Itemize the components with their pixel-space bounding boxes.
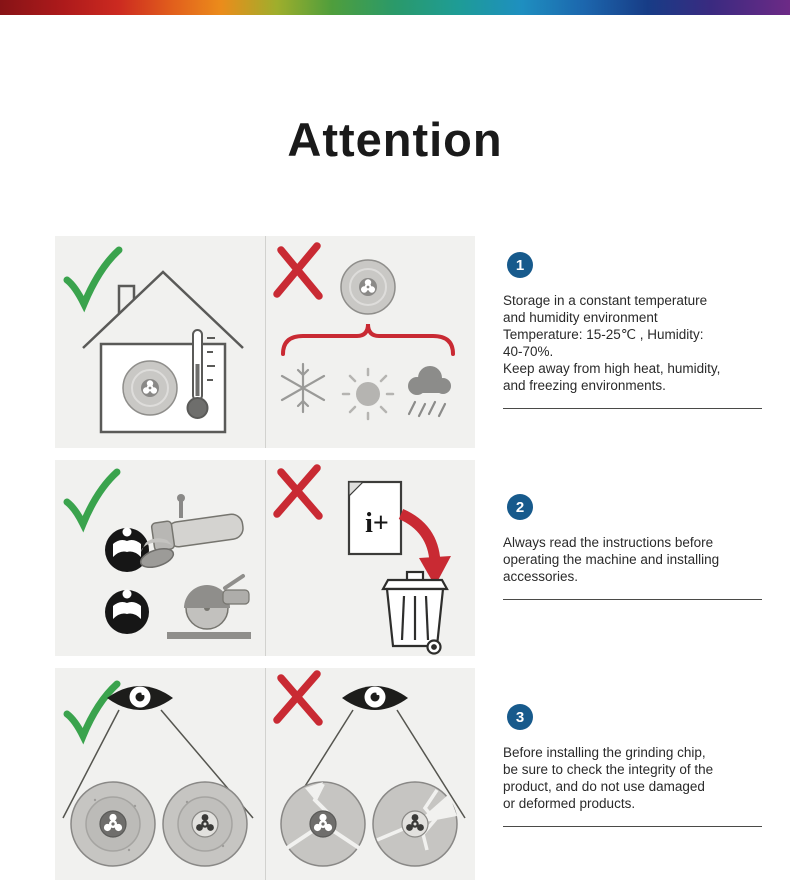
step-3-text-column: 3 Before installing the grinding chip, b…: [503, 668, 762, 880]
check-icon: [63, 680, 121, 745]
correct-storage-illustration: [55, 236, 265, 448]
house-icon: [82, 270, 244, 434]
step-badge-1: 1: [507, 252, 533, 278]
page-title: Attention: [287, 113, 503, 166]
angle-grinder-icon: [139, 494, 244, 568]
check-disc-svg: [62, 680, 254, 867]
wrong-storage-svg: [273, 242, 455, 421]
wrong-storage-illustration: [265, 236, 475, 448]
illustration-panel-3: [55, 668, 475, 880]
panel-divider: [265, 460, 266, 656]
snowflake-icon: [280, 362, 326, 414]
grinding-disc-icon: [340, 259, 396, 315]
sun-icon: [341, 367, 395, 421]
broken-disc-svg: [273, 670, 466, 867]
step-1-description: Storage in a constant temperature and hu…: [503, 293, 721, 393]
step-2-description: Always read the instructions before oper…: [503, 535, 720, 584]
attention-row-1: 1 Storage in a constant temperature and …: [0, 236, 790, 448]
brace-icon: [281, 323, 455, 356]
read-manual-icon: [105, 589, 149, 634]
attention-row-3: 3 Before installing the grinding chip, b…: [0, 668, 790, 880]
intact-disc-icon: [162, 781, 248, 867]
read-manual-svg: [63, 468, 251, 639]
cross-icon: [273, 242, 323, 300]
read-manual-icon: [105, 527, 149, 572]
eye-icon: [342, 686, 408, 710]
discard-arrow-icon: [398, 508, 451, 586]
brand-color-bar: [0, 0, 790, 15]
step-3-description: Before installing the grinding chip, be …: [503, 745, 714, 811]
manual-label: i+: [365, 508, 389, 539]
read-manual-illustration: [55, 460, 265, 656]
chop-saw-icon: [167, 574, 251, 639]
step-1-text-column: 1 Storage in a constant temperature and …: [503, 236, 762, 448]
grinding-disc-icon: [122, 360, 178, 416]
panel-divider: [265, 236, 266, 448]
cross-icon: [273, 464, 323, 520]
cross-icon: [273, 670, 323, 726]
check-icon: [63, 246, 123, 313]
section-underline: [503, 826, 762, 827]
broken-disc-icon: [372, 781, 458, 867]
broken-disc-icon: [280, 781, 366, 867]
step-badge-2: 2: [507, 494, 533, 520]
correct-storage-svg: [63, 246, 244, 434]
panel-divider: [265, 668, 266, 880]
illustration-panel-1: [55, 236, 475, 448]
intact-disc-icon: [70, 781, 156, 867]
discard-manual-illustration: i+: [265, 460, 475, 656]
section-underline: [503, 408, 762, 409]
illustration-panel-2: i+: [55, 460, 475, 656]
discard-manual-svg: i+: [273, 464, 451, 655]
instruction-manual-icon: i+: [347, 480, 403, 556]
step-badge-3: 3: [507, 704, 533, 730]
eye-icon: [107, 686, 173, 710]
check-disc-illustration: [55, 668, 265, 880]
step-2-text-column: 2 Always read the instructions before op…: [503, 460, 762, 656]
check-icon: [63, 468, 121, 533]
thermometer-icon: [186, 329, 215, 419]
attention-row-2: i+ 2 Always read th: [0, 460, 790, 656]
rain-cloud-icon: [407, 366, 451, 418]
broken-disc-illustration: [265, 668, 475, 880]
trash-bin-icon: [381, 570, 449, 655]
section-underline: [503, 599, 762, 600]
